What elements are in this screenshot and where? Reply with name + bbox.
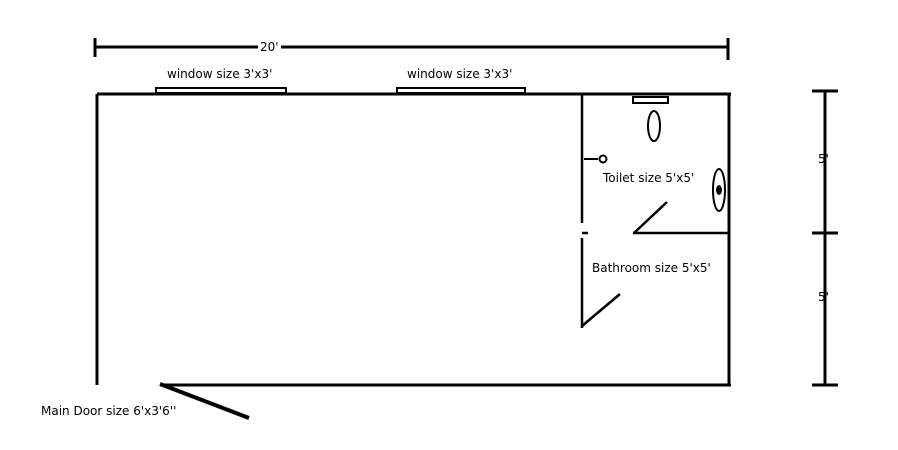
window-2-label: window size 3'x3': [407, 67, 513, 81]
window-1-label: window size 3'x3': [167, 67, 273, 81]
total-width-label: 20': [258, 40, 281, 54]
side-dimension-bottom-label: 5': [818, 290, 829, 304]
bathroom-door: [581, 293, 621, 327]
bathroom-label: Bathroom size 5'x5': [592, 261, 711, 275]
main-door: [159, 382, 250, 420]
toilet-door: [633, 201, 668, 234]
main-door-label: Main Door size 6'x3'6'': [41, 404, 177, 418]
toilet-bowl: [647, 110, 661, 142]
window-1: [155, 87, 287, 94]
toilet-tank: [632, 96, 669, 104]
width-dimension: [93, 38, 730, 60]
toilet-label: Toilet size 5'x5': [603, 171, 695, 185]
interior-walls: [580, 94, 729, 328]
side-dimension: [812, 89, 838, 387]
window-2: [396, 87, 526, 94]
tap-fixture: [584, 154, 608, 164]
side-dimension-top-label: 5': [818, 152, 829, 166]
outer-walls: [95, 92, 731, 387]
washbasin: [712, 168, 726, 212]
